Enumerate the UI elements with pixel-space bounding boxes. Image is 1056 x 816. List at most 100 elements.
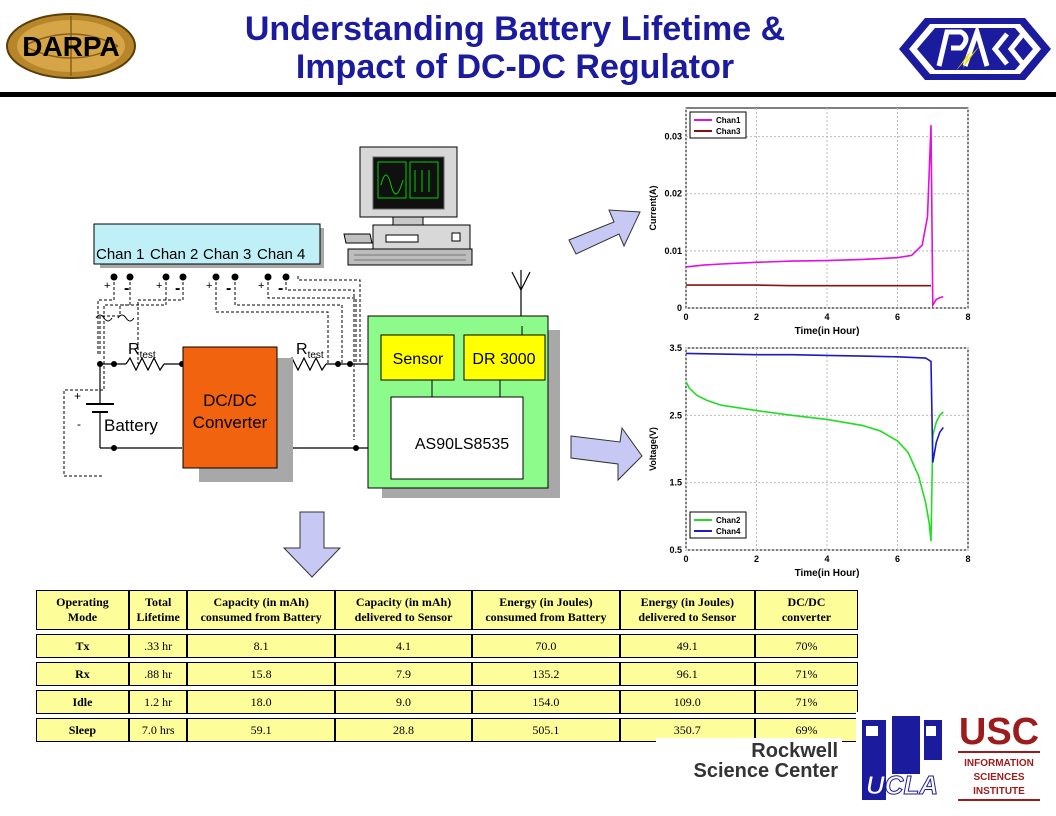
y-axis-label: Voltage(V) [648, 427, 658, 471]
x-tick-label: 0 [683, 554, 688, 564]
series-line-chan1 [685, 125, 944, 308]
y-tick-label: 0 [677, 303, 682, 313]
dcdc-label-line1: DC/DC [203, 391, 257, 410]
chan1-label: Chan 1 [96, 246, 144, 263]
data-acquisition-box [93, 223, 321, 265]
rockwell-text-line1: Rockwell [751, 740, 838, 762]
cell-mode: Tx [36, 634, 129, 658]
title-line-1: Understanding Battery Lifetime & [244, 10, 786, 48]
legend-label: Chan2 [716, 516, 741, 525]
table-row: Rx .88 hr 15.8 7.9 135.2 96.1 71% [36, 662, 858, 686]
cell-capacity-consumed: 15.8 [187, 662, 335, 686]
series-line-chan4 [685, 352, 944, 463]
header-energy-delivered: Energy (in Joules)delivered to Sensor [619, 590, 755, 630]
x-tick-label: 0 [683, 312, 688, 322]
y-tick-label: 0.01 [664, 246, 682, 256]
y-tick-label: 0.02 [664, 189, 682, 199]
computer-icon [343, 146, 473, 266]
x-tick-label: 2 [754, 312, 759, 322]
cell-energy-delivered: 96.1 [619, 662, 755, 686]
x-tick-label: 6 [895, 554, 900, 564]
cell-lifetime: .88 hr [128, 662, 188, 686]
table-row: Tx .33 hr 8.1 4.1 70.0 49.1 70% [36, 634, 858, 658]
battery-plus: + [74, 389, 81, 403]
chan3-plus: + [206, 280, 212, 292]
cell-lifetime: 7.0 hrs [128, 718, 188, 742]
x-tick-label: 4 [824, 554, 829, 564]
darpa-logo-text: DARPA [22, 31, 119, 62]
x-tick-label: 2 [754, 554, 759, 564]
legend-label: Chan4 [716, 527, 741, 536]
x-axis-label: Time(in Hour) [795, 568, 860, 579]
cell-capacity-delivered: 9.0 [334, 690, 473, 714]
cell-energy-consumed: 135.2 [472, 662, 620, 686]
battery-label: Battery [104, 416, 158, 435]
header-energy-consumed: Energy (in Joules)consumed from Battery [472, 590, 620, 630]
mcu-block [390, 396, 524, 480]
cell-capacity-delivered: 4.1 [334, 634, 473, 658]
dr3000-label: DR 3000 [472, 351, 535, 368]
y-axis-label: Current(A) [648, 186, 658, 231]
cell-lifetime: 1.2 hr [128, 690, 188, 714]
cell-capacity-consumed: 8.1 [187, 634, 335, 658]
y-tick-label: 1.5 [669, 478, 682, 488]
rockwell-logo: Rockwell Science Center [656, 738, 842, 784]
chan4-label: Chan 4 [257, 246, 305, 263]
x-tick-label: 6 [895, 312, 900, 322]
battery-minus: - [77, 417, 81, 431]
cell-energy-consumed: 505.1 [472, 718, 620, 742]
down-arrow-icon [282, 511, 342, 578]
chan2-label: Chan 2 [150, 246, 198, 263]
arrow-to-voltage-chart-icon [570, 426, 643, 482]
header-capacity-consumed: Capacity (in mAh)consumed from Battery [187, 590, 335, 630]
usc-isi-line1: INFORMATION [964, 758, 1034, 769]
usc-isi-logo: USC INFORMATION SCIENCES INSTITUTE [954, 704, 1044, 808]
cell-energy-consumed: 70.0 [472, 634, 620, 658]
cell-capacity-consumed: 59.1 [187, 718, 335, 742]
y-tick-label: 2.5 [669, 410, 682, 420]
measurement-diagram: Chan 1 Chan 2 Chan 3 Chan 4 + - + - + - … [63, 146, 560, 578]
chan2-plus: + [156, 280, 162, 292]
x-tick-label: 8 [965, 312, 970, 322]
series-line-chan3 [686, 284, 931, 287]
pacc-logo [899, 18, 1051, 80]
dr3000-block [463, 334, 546, 381]
table-row: Idle 1.2 hr 18.0 9.0 154.0 109.0 71% [36, 690, 858, 714]
title-line-2: Impact of DC-DC Regulator [295, 48, 735, 86]
header-capacity-delivered: Capacity (in mAh)delivered to Sensor [334, 590, 473, 630]
cell-mode: Rx [36, 662, 129, 686]
dcdc-label-line2: Converter [193, 413, 268, 432]
cell-mode: Idle [36, 690, 129, 714]
arrow-to-current-chart-icon [568, 209, 641, 255]
cell-capacity-delivered: 28.8 [334, 718, 473, 742]
y-tick-label: 0.03 [664, 132, 682, 142]
cell-lifetime: .33 hr [128, 634, 188, 658]
cell-mode: Sleep [36, 718, 129, 742]
cell-converter-efficiency: 70% [754, 634, 858, 658]
usc-isi-line3: INSTITUTE [973, 786, 1025, 797]
chan3-minus: - [226, 280, 231, 297]
cell-energy-delivered: 49.1 [619, 634, 755, 658]
ucla-logo: UCLA [856, 712, 946, 802]
cell-energy-consumed: 154.0 [472, 690, 620, 714]
ucla-text: UCLA [866, 770, 938, 800]
dcdc-converter-block [182, 346, 278, 469]
cell-energy-delivered: 109.0 [619, 690, 755, 714]
y-tick-label: 0.5 [669, 545, 682, 555]
page-title: Understanding Battery Lifetime & Impact … [150, 10, 880, 86]
legend-box [689, 511, 747, 539]
chan3-label: Chan 3 [203, 246, 251, 263]
legend-label: Chan1 [716, 116, 741, 125]
chan4-minus: - [278, 280, 283, 297]
sensor-block [380, 334, 455, 381]
chan4-plus: + [258, 280, 264, 292]
x-tick-label: 4 [824, 312, 829, 322]
cell-converter-efficiency: 71% [754, 662, 858, 686]
usc-text: USC [959, 711, 1039, 753]
chan1-plus: + [104, 280, 110, 292]
